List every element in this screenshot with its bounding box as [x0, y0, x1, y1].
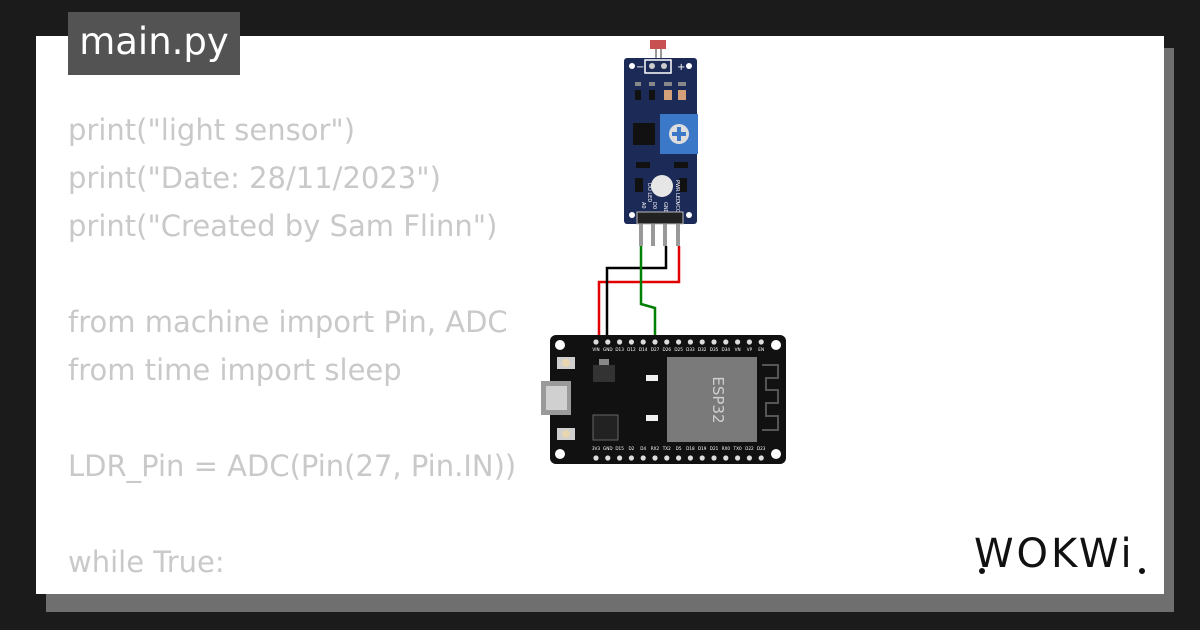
esp32-bottom-pin-label: RX0	[722, 446, 731, 451]
esp32-chip-label: ESP32	[709, 376, 727, 423]
esp32-bottom-pin-label: RX2	[651, 446, 660, 451]
esp32-bottom-pin-label: D15	[615, 446, 624, 451]
esp32-bottom-pin[interactable]	[593, 455, 599, 461]
photoresistor	[650, 40, 666, 49]
esp32-bottom-pin[interactable]	[628, 455, 635, 461]
esp32-bottom-pin[interactable]	[676, 455, 682, 461]
header-minus: −	[636, 62, 644, 73]
esp32-top-pin-label: D35	[710, 347, 719, 352]
esp32-bottom-pin[interactable]	[687, 455, 694, 461]
esp32-top-pin[interactable]	[687, 339, 694, 345]
esp32-bottom-pin[interactable]	[617, 455, 623, 461]
esp32-top-pin[interactable]	[735, 339, 741, 345]
esp32-bottom-pin[interactable]	[699, 455, 705, 461]
esp32-bottom-pin-label: TX0	[733, 446, 742, 451]
esp32-top-pin-label: D25	[674, 347, 683, 352]
pin-label-gnd: GND	[662, 202, 668, 214]
esp32-top-pin[interactable]	[664, 339, 670, 345]
esp32-top-pin[interactable]	[758, 339, 764, 345]
esp32-top-pin[interactable]	[640, 339, 646, 345]
esp32-top-pin-label: D13	[615, 347, 624, 352]
esp32-top-pin-label: GND	[603, 347, 613, 352]
logo-text: WOKWi	[974, 531, 1135, 577]
esp32-top-pin[interactable]	[652, 339, 658, 345]
esp32-bottom-pin-label: D22	[745, 446, 754, 451]
esp32-top-pin[interactable]	[628, 339, 635, 345]
usb-uart-chip	[592, 414, 619, 441]
esp32-bottom-pin-label: GND	[603, 446, 613, 451]
esp32-top-pin[interactable]	[711, 339, 717, 345]
esp32-bottom-pin-label: TX2	[662, 446, 671, 451]
esp32-top-pin-label: VN	[735, 347, 741, 352]
esp32-bottom-pin-label: D18	[686, 446, 695, 451]
esp32-bottom-pin-label: D23	[757, 446, 766, 451]
pwr-led-label: PWR LED	[674, 180, 680, 203]
esp32-bottom-pin[interactable]	[652, 455, 658, 461]
esp32-bottom-pin-label: D21	[710, 446, 719, 451]
wire-gnd[interactable]	[605, 246, 668, 342]
esp32-top-pin-label: D32	[698, 347, 707, 352]
wire-signal[interactable]	[639, 246, 657, 342]
pcb-antenna	[762, 364, 779, 431]
esp32-bottom-pin[interactable]	[723, 455, 729, 461]
esp32-top-pin-label: EN	[758, 347, 764, 352]
esp32-top-pin[interactable]	[605, 339, 611, 345]
esp32-bottom-pin-label: D2	[628, 446, 634, 451]
esp32-bottom-pin-label: D5	[676, 446, 682, 451]
esp32-top-pin-label: D33	[686, 347, 695, 352]
do-led-label: DO LED	[646, 183, 652, 202]
esp32-top-pin-label: VP	[747, 347, 753, 352]
esp32-module	[667, 357, 757, 442]
esp32-bottom-pin-label: D4	[640, 446, 646, 451]
header-plus: +	[677, 62, 685, 73]
esp32-top-pin[interactable]	[676, 339, 682, 345]
esp32-bottom-pin-label: D19	[698, 446, 707, 451]
esp32-bottom-pin[interactable]	[664, 455, 670, 461]
esp32-bottom-pin[interactable]	[605, 455, 611, 461]
wire-vcc[interactable]	[597, 246, 681, 342]
file-tab-label: main.py	[79, 20, 229, 63]
comparator-chip	[633, 123, 655, 145]
esp32-top-pin[interactable]	[617, 339, 623, 345]
pin-label-vcc: VCC	[674, 202, 680, 213]
esp32-bottom-pin[interactable]	[758, 455, 764, 461]
esp32-top-pin-label: D27	[651, 347, 660, 352]
sensor-led	[651, 175, 673, 197]
wokwi-logo: WOKWi	[974, 531, 1145, 577]
esp32-top-pin-label: D34	[722, 347, 731, 352]
esp32-top-pin[interactable]	[746, 339, 753, 345]
esp32-bottom-pin[interactable]	[640, 455, 646, 461]
esp32-bottom-pin-label: 3V3	[592, 446, 601, 451]
esp32-bottom-pin[interactable]	[746, 455, 753, 461]
esp32-top-pin-label: D12	[627, 347, 636, 352]
esp32-top-pin-label: D26	[663, 347, 672, 352]
esp32-bottom-pin[interactable]	[735, 455, 741, 461]
esp32-top-pin[interactable]	[593, 339, 599, 345]
esp32-top-pin[interactable]	[723, 339, 729, 345]
code-listing: print("light sensor") print("Date: 28/11…	[68, 113, 659, 594]
pin-label-d0: D0	[651, 202, 657, 209]
esp32-top-pin[interactable]	[699, 339, 705, 345]
ldr-sensor-module[interactable]: − + DO LED PWR LED A0 D0 GND VCC	[624, 40, 698, 246]
voltage-regulator	[593, 365, 615, 382]
esp32-bottom-pin[interactable]	[711, 455, 717, 461]
pin-label-a0: A0	[640, 202, 646, 209]
esp32-top-pin-label: D14	[639, 347, 648, 352]
file-tab[interactable]: main.py	[68, 12, 240, 75]
esp32-top-pin-label: VIN	[592, 347, 599, 352]
